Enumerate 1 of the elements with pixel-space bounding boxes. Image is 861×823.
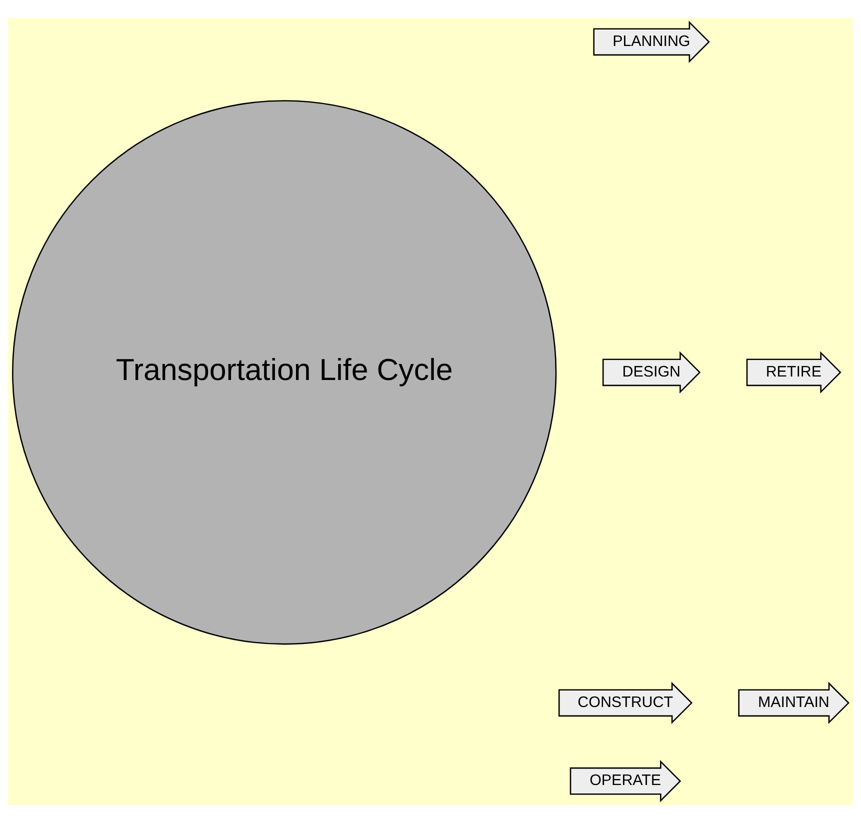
node-circle: Transportation Life Cycle bbox=[12, 100, 557, 645]
